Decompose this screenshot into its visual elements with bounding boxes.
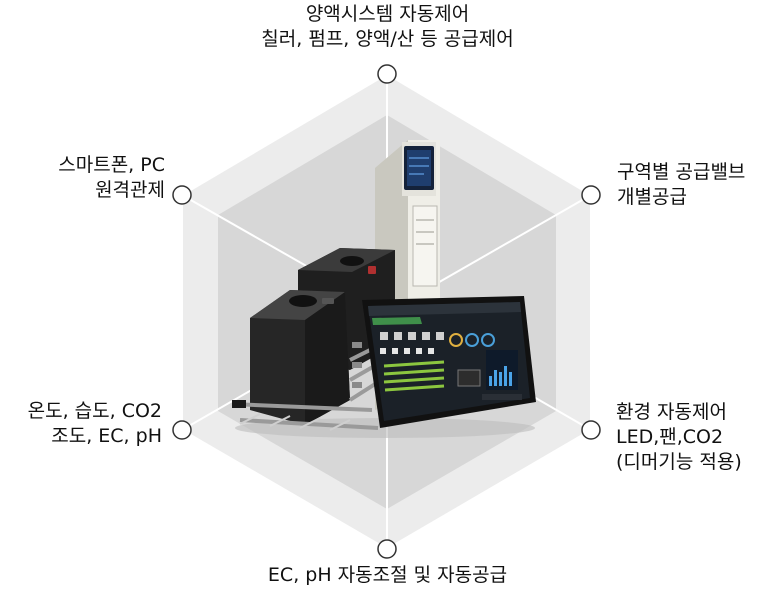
node-right-upper bbox=[581, 185, 601, 205]
feature-label-right-lower-line-2: LED,팬,CO2 bbox=[616, 426, 724, 448]
node-left-upper bbox=[172, 185, 192, 205]
feature-label-left-upper-line-2: 원격관제 bbox=[95, 179, 165, 201]
feature-label-right-lower-line-3: (디머기능 적용) bbox=[616, 451, 742, 473]
feature-label-right-upper: 구역별 공급밸브 개별공급 bbox=[617, 160, 745, 210]
feature-label-left-upper: 스마트폰, PC 원격관제 bbox=[58, 153, 165, 203]
feature-label-top-line-2: 칠러, 펌프, 양액/산 등 공급제어 bbox=[261, 28, 514, 50]
node-right-lower bbox=[581, 420, 601, 440]
node-bottom bbox=[377, 539, 397, 559]
node-top bbox=[377, 64, 397, 84]
feature-label-top-line-1: 양액시스템 자동제어 bbox=[305, 3, 470, 25]
feature-label-top: 양액시스템 자동제어 칠러, 펌프, 양액/산 등 공급제어 bbox=[0, 2, 775, 52]
feature-label-left-lower-line-1: 온도, 습도, CO2 bbox=[27, 400, 162, 422]
feature-label-bottom: EC, pH 자동조절 및 자동공급 bbox=[0, 563, 775, 588]
feature-label-left-lower-line-2: 조도, EC, pH bbox=[51, 425, 162, 447]
control-tablet-icon bbox=[362, 296, 536, 428]
feature-label-left-upper-line-1: 스마트폰, PC bbox=[58, 154, 165, 176]
feature-label-left-lower: 온도, 습도, CO2 조도, EC, pH bbox=[28, 399, 162, 449]
feature-label-right-lower: 환경 자동제어 LED,팬,CO2 (디머기능 적용) bbox=[616, 400, 742, 475]
node-left-lower bbox=[172, 420, 192, 440]
feature-label-right-upper-line-1: 구역별 공급밸브 bbox=[617, 161, 746, 183]
feature-nodes bbox=[172, 64, 601, 559]
feature-label-right-lower-line-1: 환경 자동제어 bbox=[616, 401, 727, 423]
feature-label-right-upper-line-2: 개별공급 bbox=[617, 186, 687, 208]
feature-label-bottom-line-1: EC, pH 자동조절 및 자동공급 bbox=[267, 564, 508, 586]
